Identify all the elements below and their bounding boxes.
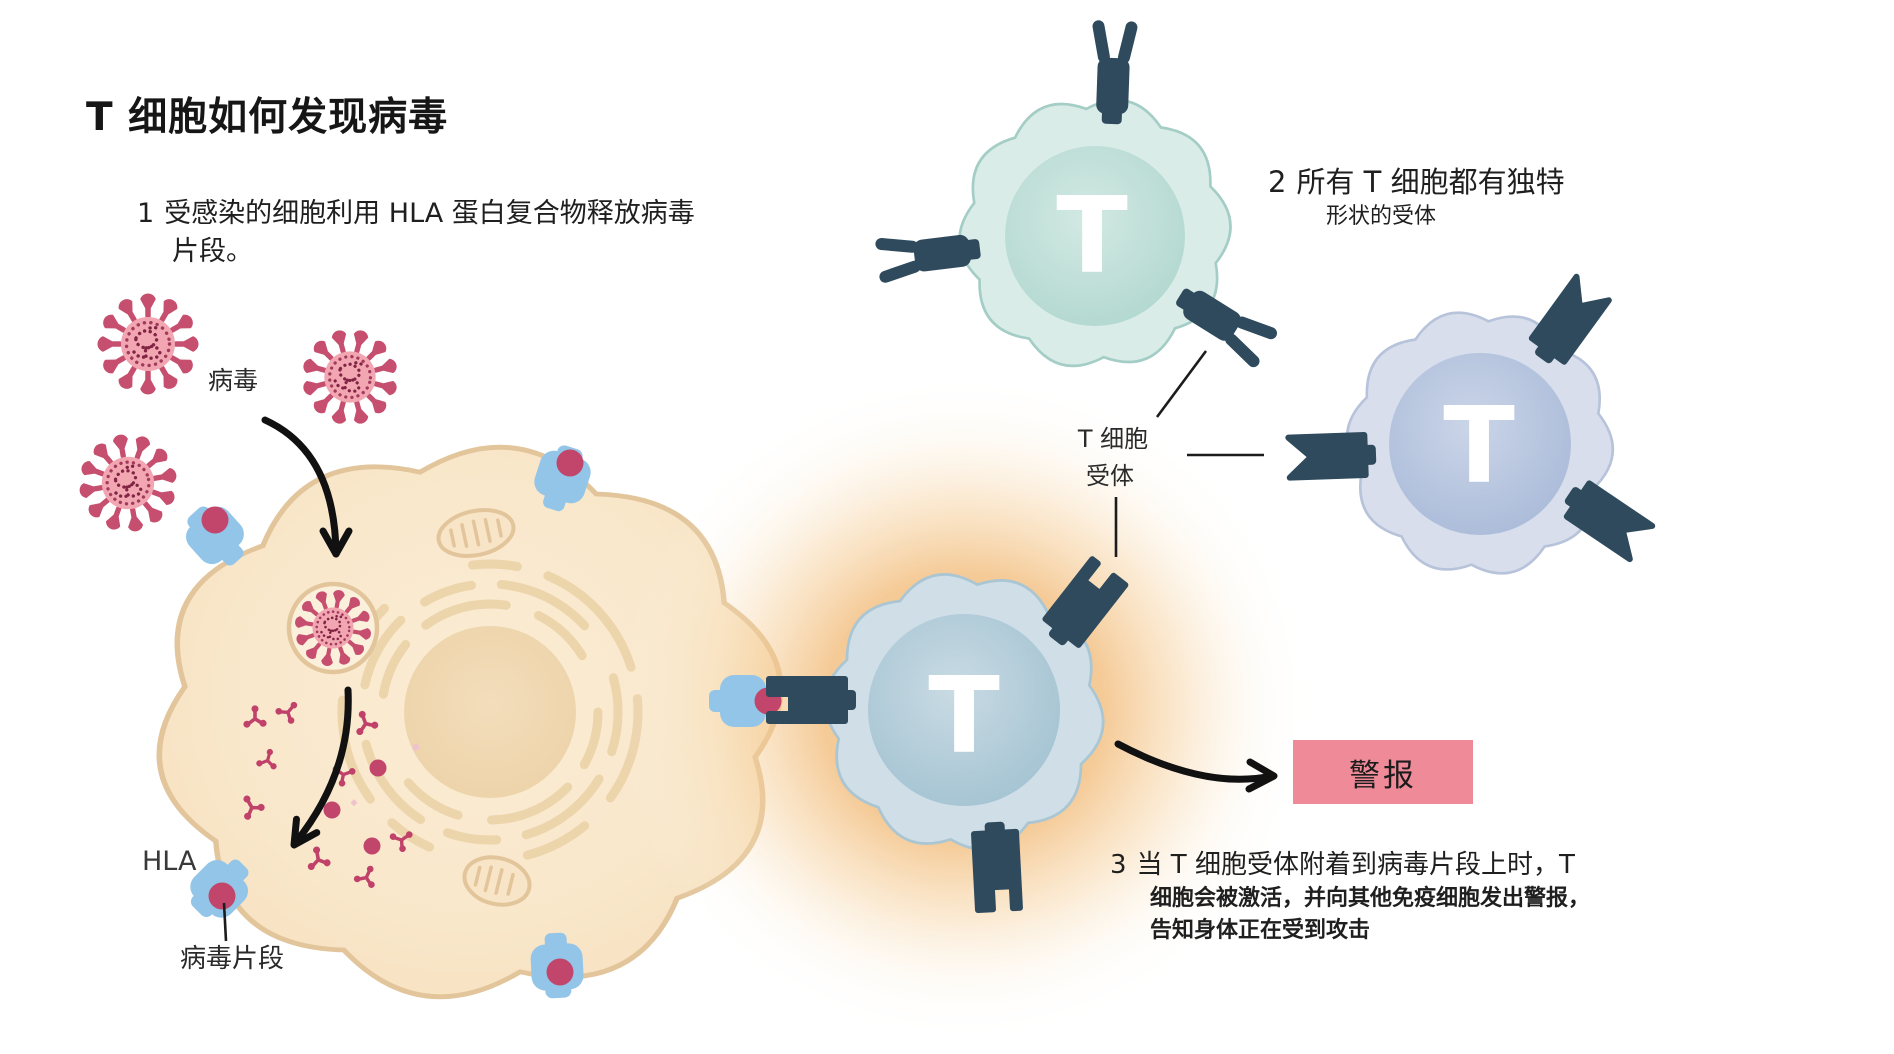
virus-label: 病毒 [208, 366, 258, 395]
step-1-number: 1 [137, 198, 155, 229]
t-letter: T [1443, 385, 1515, 507]
nucleus [404, 626, 576, 798]
t-cell-receptor-label-line2: 受体 [1086, 462, 1134, 490]
t-letter: T [1056, 175, 1128, 297]
virus-fragment-label: 病毒片段 [180, 944, 284, 974]
release-arrow [290, 686, 352, 849]
virus-fragment-dot [208, 882, 236, 910]
t-cell-activated: T [769, 545, 1125, 910]
page-title: T 细胞如何发现病毒 [86, 95, 449, 140]
virus-fragment-dot [556, 449, 584, 477]
virus-fragment-dot [201, 506, 229, 534]
step-2-text: 2 所有 T 细胞都有独特 形状的受体 [1268, 168, 1565, 228]
hla-label: HLA [142, 846, 197, 877]
step-2-line2: 形状的受体 [1326, 204, 1437, 229]
virus-icon [70, 425, 186, 541]
t-cell-receptor-icon [1558, 477, 1652, 559]
mitochondrion-icon [436, 508, 516, 558]
receptor-callout-lines [222, 350, 1264, 942]
step-2-number: 2 [1268, 165, 1287, 199]
virus-icon [96, 292, 200, 396]
t-cell-receptor-label-line1: T 细胞 [1077, 425, 1148, 453]
t-cell-lavender: T [1288, 270, 1652, 616]
step-2-line1: 所有 T 细胞都有独特 [1296, 165, 1565, 199]
step-3-text: 3 当 T 细胞受体附着到病毒片段上时，T 细胞会被激活，并向其他免疫细胞发出警报… [1110, 852, 1590, 942]
virus-icon [290, 317, 410, 437]
step-1-line1: 受感染的细胞利用 HLA 蛋白复合物释放病毒 [164, 198, 695, 229]
step-3-line3: 告知身体正在受到攻击 [1150, 918, 1371, 943]
alert-badge: 警报 [1293, 740, 1473, 804]
t-letter: T [928, 655, 1000, 777]
virus-fragment-dot [546, 958, 574, 986]
step-3-number: 3 [1110, 850, 1127, 880]
t-cell-receptor-icon [1288, 435, 1376, 478]
step-1-line2: 片段。 [172, 236, 253, 267]
infected-cell [126, 411, 815, 1033]
mitochondrion-icon [462, 855, 532, 907]
step-1-text: 1 受感染的细胞利用 HLA 蛋白复合物释放病毒 片段。 [137, 200, 695, 265]
t-cell-teal: T [873, 18, 1281, 398]
virus-entry-arrow [261, 416, 353, 558]
step-3-line2: 细胞会被激活，并向其他免疫细胞发出警报， [1150, 886, 1591, 911]
endoplasmic-reticulum [337, 559, 643, 865]
alert-arrow [1114, 740, 1278, 793]
step-3-line1: 当 T 细胞受体附着到病毒片段上时，T [1136, 850, 1575, 880]
alert-label: 警报 [1349, 757, 1417, 794]
